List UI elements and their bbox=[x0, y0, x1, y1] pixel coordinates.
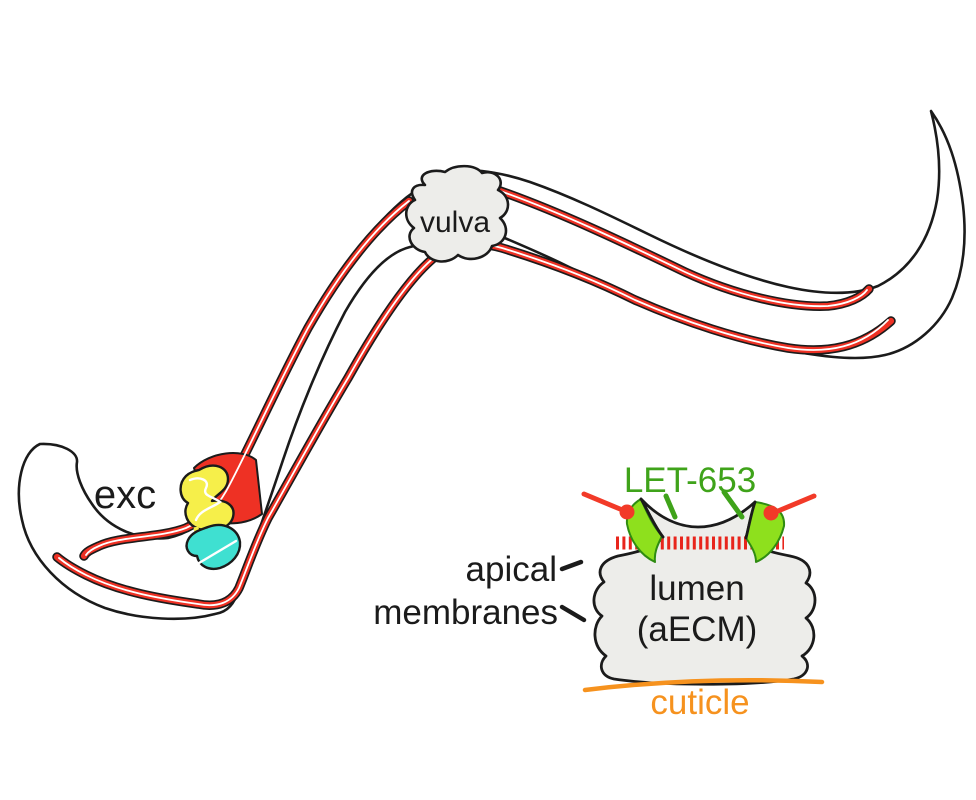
membranes-label: membranes bbox=[373, 593, 558, 632]
duct-pore-channel bbox=[197, 539, 238, 565]
red-pins bbox=[581, 491, 817, 521]
duct-pore-cell bbox=[185, 523, 242, 570]
label-ticks bbox=[559, 559, 587, 623]
let653-pointers bbox=[663, 489, 745, 520]
lumen-neck-outline bbox=[639, 497, 757, 540]
vulva-shape bbox=[404, 164, 510, 263]
exc-label: exc bbox=[94, 473, 156, 517]
lumen-sub-label: (aECM) bbox=[637, 610, 758, 649]
cuticle-label: cuticle bbox=[650, 683, 749, 722]
cuticle-line bbox=[582, 677, 825, 693]
vulva-label: vulva bbox=[420, 206, 490, 239]
lumen-label: lumen bbox=[649, 569, 744, 608]
let653-label: LET-653 bbox=[624, 461, 756, 500]
excretory-cell-lumen-squiggle bbox=[188, 477, 223, 522]
apical-label: apical bbox=[466, 550, 557, 589]
excretory-canals bbox=[52, 186, 896, 610]
